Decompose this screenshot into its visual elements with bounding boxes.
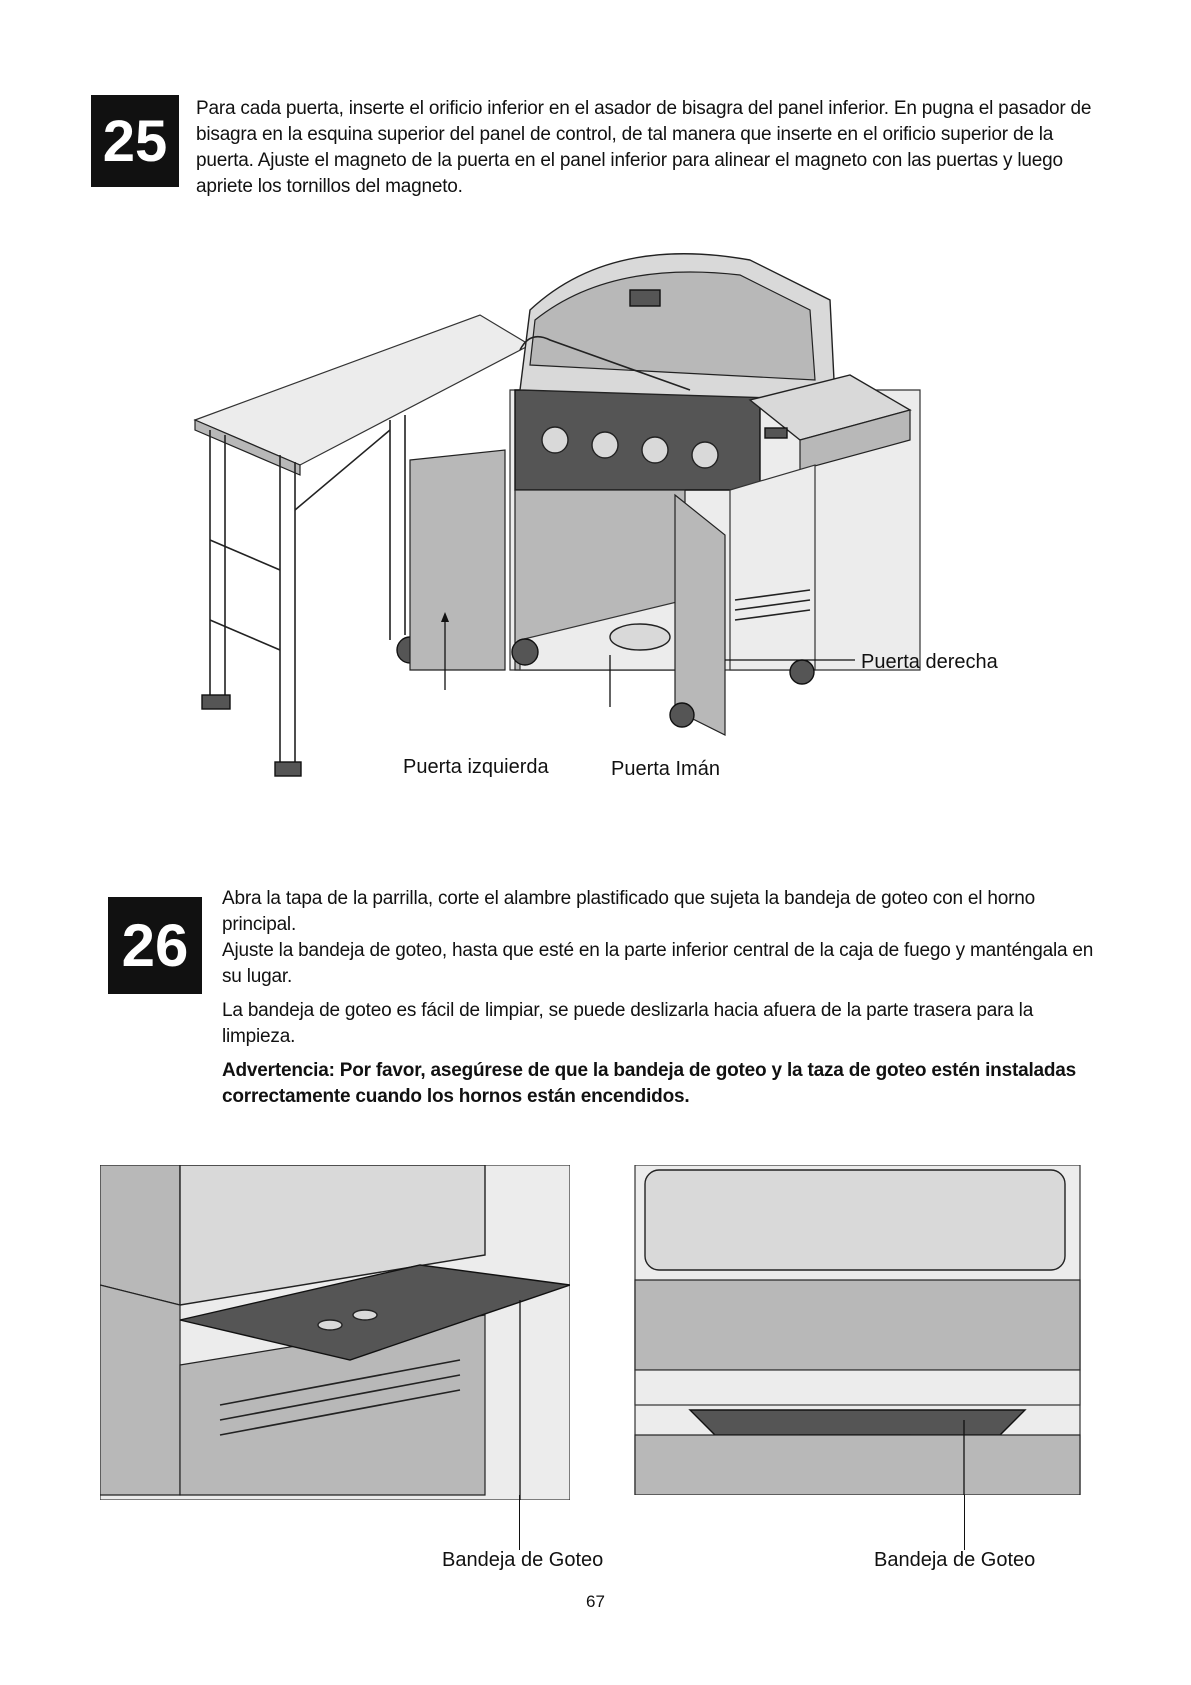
drip-tray-callout-line-left bbox=[519, 1495, 520, 1550]
drip-tray-label-left: Bandeja de Goteo bbox=[442, 1549, 604, 1571]
step-26-text: Abra la tapa de la parrilla, corte el al… bbox=[222, 886, 1102, 1110]
step-25-badge: 25 bbox=[91, 95, 179, 187]
step-25-text: Para cada puerta, inserte el orificio in… bbox=[196, 96, 1096, 200]
step-26-paragraph-2: Ajuste la bandeja de goteo, hasta que es… bbox=[222, 940, 1094, 987]
grill-doors-illustration bbox=[193, 253, 921, 777]
door-magnet-label: Puerta Imán bbox=[611, 758, 720, 780]
drip-tray-side-illustration bbox=[100, 1165, 570, 1500]
step-26-badge: 26 bbox=[108, 897, 202, 994]
left-door-label: Puerta izquierda bbox=[403, 756, 549, 778]
step-25-number: 25 bbox=[102, 108, 168, 174]
step-26-paragraph-3: La bandeja de goteo es fácil de limpiar,… bbox=[222, 1000, 1034, 1047]
drip-tray-label-right: Bandeja de Goteo bbox=[874, 1549, 1036, 1571]
step-25-paragraph: Para cada puerta, inserte el orificio in… bbox=[196, 98, 1092, 197]
drip-tray-rear-illustration bbox=[634, 1165, 1081, 1495]
page-number: 67 bbox=[586, 1592, 605, 1611]
drip-tray-callout-line-right bbox=[964, 1495, 965, 1550]
right-door-label: Puerta derecha bbox=[861, 651, 998, 673]
step-26-warning: Advertencia: Por favor, asegúrese de que… bbox=[222, 1060, 1077, 1107]
step-26-number: 26 bbox=[121, 912, 189, 979]
step-26-paragraph-1: Abra la tapa de la parrilla, corte el al… bbox=[222, 888, 1035, 935]
